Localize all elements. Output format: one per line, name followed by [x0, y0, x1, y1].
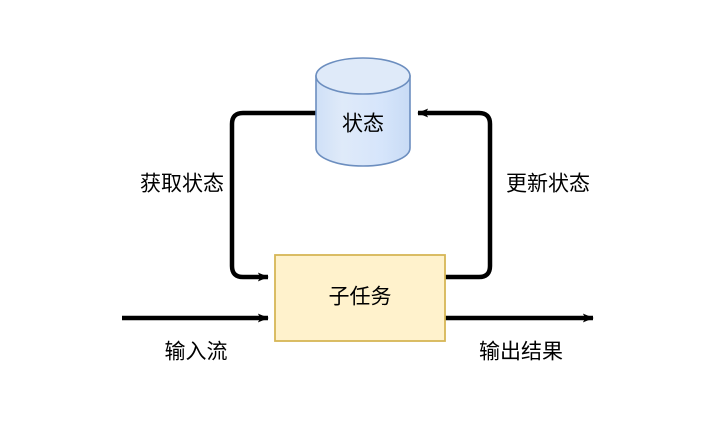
node-state-cylinder[interactable] — [315, 57, 411, 167]
edge-update-state-path — [417, 108, 493, 280]
cylinder-top-ellipse — [315, 57, 411, 95]
edge-get-state-path — [229, 110, 316, 282]
subtask-rectangle — [274, 254, 446, 342]
edge-update-state — [417, 108, 493, 280]
cylinder-body — [315, 75, 411, 167]
edge-get-state — [229, 110, 316, 282]
node-subtask-rect[interactable] — [274, 254, 446, 342]
